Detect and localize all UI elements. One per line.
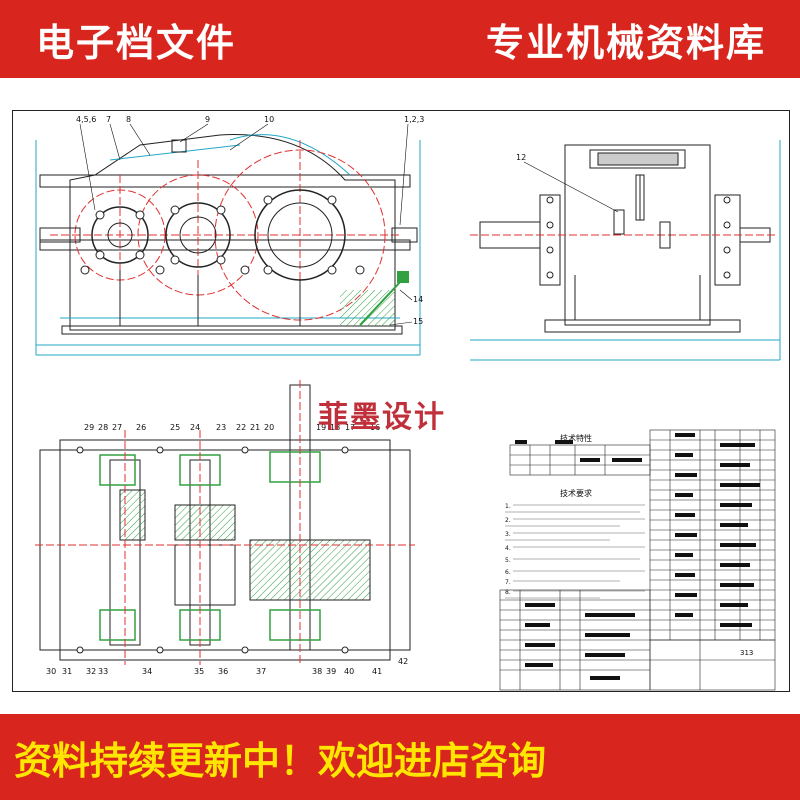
callout-label: 9 bbox=[205, 115, 210, 124]
callout-label: 18 bbox=[330, 423, 340, 432]
callout-label: 32 bbox=[86, 667, 96, 676]
callout-label: 1,2,3 bbox=[404, 115, 424, 124]
tech-req-lines: 1. 2. 3. 4. 5. 6. 7. 8. bbox=[505, 503, 511, 596]
callout-label: 35 bbox=[194, 667, 204, 676]
top-banner: 电子档文件 专业机械资料库 bbox=[0, 0, 800, 78]
bottom-banner: 资料持续更新中！欢迎进店咨询 bbox=[0, 714, 800, 800]
banner-left-text: 电子档文件 bbox=[36, 20, 237, 65]
parts-list-redactions bbox=[515, 433, 760, 680]
callout-label: 40 bbox=[344, 667, 354, 676]
watermark: 菲墨设计 bbox=[318, 400, 446, 435]
parts-list bbox=[499, 429, 776, 691]
tech-req-item: 2. bbox=[505, 517, 511, 524]
callout-label: 26 bbox=[136, 423, 146, 432]
callout-label: 25 bbox=[170, 423, 180, 432]
callout-label: 8 bbox=[126, 115, 131, 124]
callout-label: 30 bbox=[46, 667, 56, 676]
front-view-callouts: 4,5,6 7 8 9 10 1,2,3 14 15 bbox=[76, 115, 424, 326]
tech-req-text-lines bbox=[505, 504, 645, 599]
front-view bbox=[35, 134, 421, 356]
callout-label: 23 bbox=[216, 423, 226, 432]
callout-label: 29 bbox=[84, 423, 94, 432]
tech-spec-title: 技术特性 bbox=[560, 433, 592, 443]
tech-req-title: 技术要求 bbox=[560, 488, 592, 498]
title-block-code: 313 bbox=[740, 649, 753, 657]
callout-label: 10 bbox=[264, 115, 274, 124]
callout-label: 7 bbox=[106, 115, 111, 124]
callout-label: 41 bbox=[372, 667, 382, 676]
callout-label: 39 bbox=[326, 667, 336, 676]
tech-req-item: 4. bbox=[505, 545, 511, 552]
callout-label: 36 bbox=[218, 667, 228, 676]
callout-label: 20 bbox=[264, 423, 274, 432]
callout-label: 34 bbox=[142, 667, 152, 676]
banner-right-text: 专业机械资料库 bbox=[485, 20, 766, 65]
callout-label: 19 bbox=[316, 423, 326, 432]
callout-label: 12 bbox=[516, 153, 526, 162]
plan-view-bottom-callouts: 30 31 32 33 34 35 36 37 38 39 40 41 42 bbox=[46, 657, 408, 676]
callout-label: 24 bbox=[190, 423, 200, 432]
callout-label: 27 bbox=[112, 423, 122, 432]
plan-view-top-callouts: 29 28 27 26 25 24 23 22 21 20 19 18 17 1… bbox=[84, 423, 380, 432]
callout-label: 4,5,6 bbox=[76, 115, 96, 124]
callout-label: 21 bbox=[250, 423, 260, 432]
callout-label: 33 bbox=[98, 667, 108, 676]
callout-label: 22 bbox=[236, 423, 246, 432]
banner-bottom-text: 资料持续更新中！欢迎进店咨询 bbox=[14, 738, 547, 783]
tech-req-item: 3. bbox=[505, 531, 511, 538]
callout-label: 38 bbox=[312, 667, 322, 676]
callout-label: 37 bbox=[256, 667, 266, 676]
tech-req-item: 6. bbox=[505, 569, 511, 576]
callout-label: 28 bbox=[98, 423, 108, 432]
callout-label: 42 bbox=[398, 657, 408, 666]
tech-req-item: 1. bbox=[505, 503, 511, 510]
tech-req-item: 8. bbox=[505, 589, 511, 596]
front-view-leaders bbox=[79, 123, 413, 326]
callout-label: 15 bbox=[413, 317, 423, 326]
callout-label: 14 bbox=[413, 295, 423, 304]
callout-label: 16 bbox=[370, 423, 380, 432]
side-view bbox=[470, 140, 781, 361]
tech-req-item: 7. bbox=[505, 579, 511, 586]
plan-view bbox=[35, 380, 415, 665]
callout-label: 17 bbox=[345, 423, 355, 432]
callout-label: 31 bbox=[62, 667, 72, 676]
drawing-sheet bbox=[12, 110, 790, 692]
tech-req-item: 5. bbox=[505, 557, 511, 564]
side-view-callouts: 12 bbox=[516, 153, 526, 162]
